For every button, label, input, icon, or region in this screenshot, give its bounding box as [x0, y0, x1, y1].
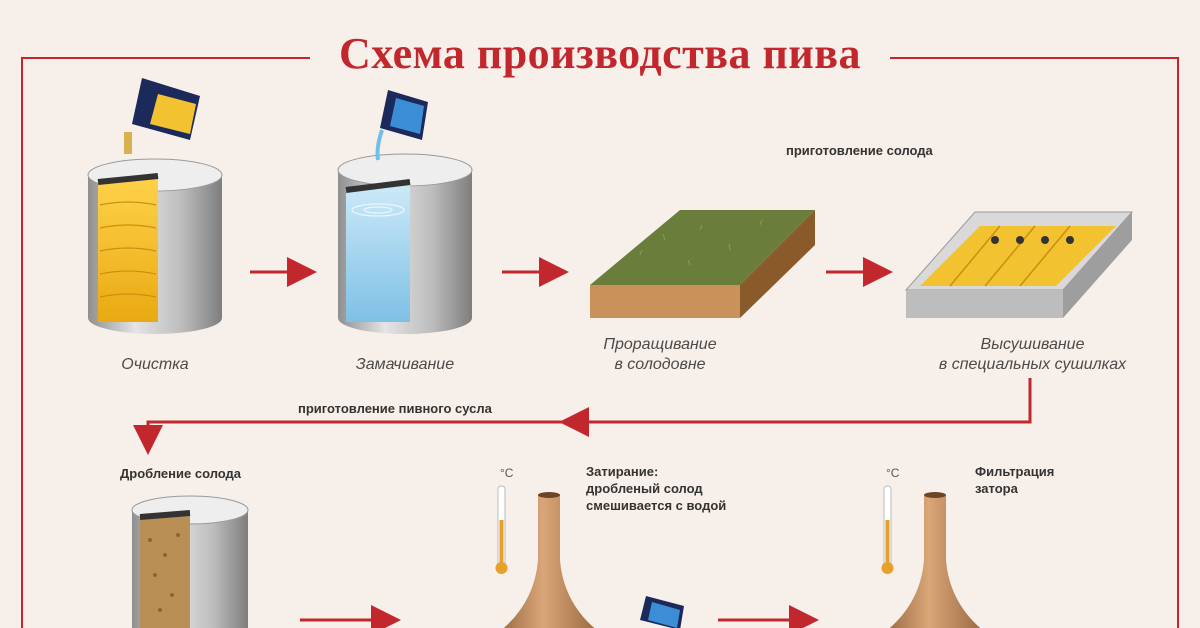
drying-kiln — [904, 211, 1134, 318]
diagram-title: Схема производства пива — [338, 29, 862, 78]
filtration-vessel — [889, 492, 981, 628]
step-label-crushing: Дробление солода — [120, 466, 242, 481]
germination-bed — [590, 210, 815, 318]
thermometer-icon — [495, 485, 508, 574]
water-bag-icon — [640, 596, 684, 628]
step-label-drying-line2: в специальных сушилках — [938, 356, 1127, 373]
filtration-line2: затора — [975, 481, 1018, 496]
mash-vessel — [503, 492, 595, 628]
step-label-soaking: Замачивание — [355, 356, 455, 373]
grain-bag-icon — [124, 78, 200, 154]
mashing-line2: дробленый солод — [586, 481, 703, 496]
temperature-unit-filtration: °C — [886, 466, 900, 480]
frame-border — [21, 57, 1179, 628]
filtration-line1: Фильтрация — [975, 464, 1055, 479]
step-label-drying: Высушивание в специальных сушилках — [905, 335, 1160, 375]
water-bag-icon — [375, 90, 428, 161]
step-label-filtration: Фильтрация затора — [975, 463, 1054, 497]
crushing-tank — [131, 495, 249, 628]
thermometer-icon — [881, 485, 894, 574]
cleaning-tank — [87, 158, 223, 334]
step-label-germination: Проращивание в солодовне — [575, 335, 745, 375]
mashing-line3: смешивается с водой — [586, 498, 727, 513]
temperature-unit-mashing: °C — [500, 466, 514, 480]
mashing-line1: Затирание: — [586, 464, 659, 479]
step-label-cleaning: Очистка — [121, 356, 189, 373]
step-label-mashing: Затирание: дробленый солод смешивается с… — [586, 463, 726, 514]
step-label-germination-line1: Проращивание — [603, 336, 717, 353]
section-label-wort: приготовление пивного сусла — [298, 401, 492, 416]
step-label-drying-line1: Высушивание — [980, 336, 1085, 353]
return-arrow — [133, 378, 1032, 455]
step-label-germination-line2: в солодовне — [614, 356, 706, 373]
soaking-tank — [337, 153, 473, 334]
section-label-malt: приготовление солода — [786, 143, 933, 158]
